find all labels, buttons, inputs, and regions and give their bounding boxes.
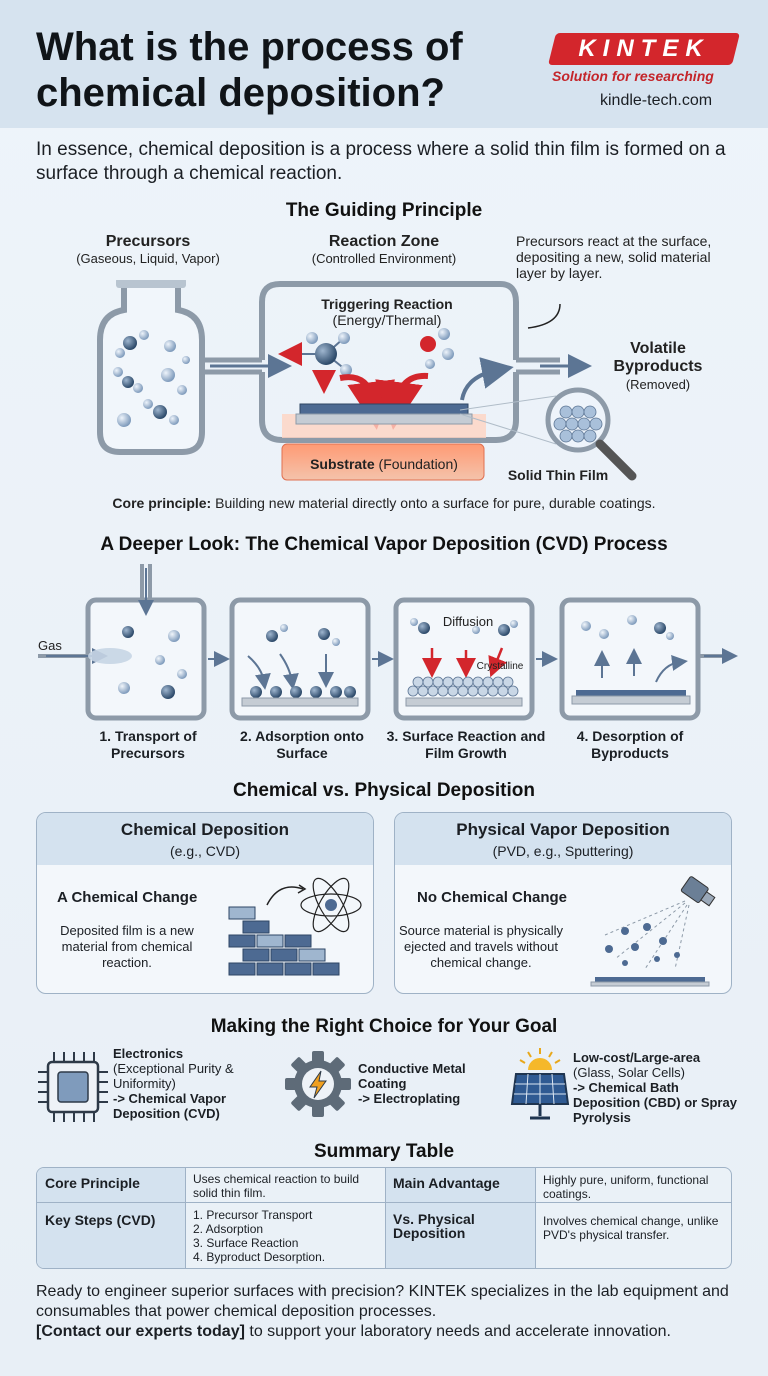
byproducts-label: Volatile Byproducts(Removed) — [613, 340, 703, 392]
atom-bricks-icon — [228, 877, 362, 976]
core-principle: Core principle: Building new material di… — [112, 495, 656, 511]
table-value-core-principle: Uses chemical reaction to build solid th… — [193, 1172, 360, 1200]
physical-deposition-card: Physical Vapor Deposition (PVD, e.g., Sp… — [394, 812, 732, 994]
cvd-step-3: 3. Surface Reaction and Film Growth — [386, 728, 546, 761]
precursor-molecules — [113, 330, 190, 427]
step-4-chamber — [559, 597, 738, 721]
cvd-step-2: 2. Adsorption onto Surface — [240, 728, 364, 761]
chemical-card-subtitle: (e.g., CVD) — [169, 843, 240, 859]
table-value-steps: 1. Precursor Transport 2. Adsorption 3. … — [193, 1208, 326, 1264]
chip-icon — [38, 1052, 108, 1122]
goal-electronics: Electronics (Exceptional Purity & Unifor… — [113, 1046, 234, 1121]
table-key-vs-physical: Vs. Physical Deposition — [393, 1211, 475, 1241]
gas-label: Gas — [38, 638, 62, 653]
chemical-card-title: Chemical Deposition — [120, 820, 290, 839]
contact-link[interactable]: [Contact our experts today] — [36, 1323, 245, 1340]
diffusion-label: Diffusion — [442, 614, 494, 629]
step-3-chamber — [393, 597, 535, 721]
solar-panel-icon — [510, 1048, 570, 1120]
goal-metal-coating: Conductive Metal Coating -> Electroplati… — [358, 1061, 466, 1106]
goals-heading: Making the Right Choice for Your Goal — [210, 1016, 558, 1037]
table-key-core-principle: Core Principle — [45, 1175, 140, 1191]
gear-bolt-icon — [285, 1051, 351, 1117]
goal-large-area: Low-cost/Large-area (Glass, Solar Cells)… — [573, 1050, 737, 1125]
physical-card-point: No Chemical Change — [417, 889, 568, 906]
physical-card-desc: Source material is physically ejected an… — [398, 923, 563, 970]
trigger-label: Triggering Reaction(Energy/Thermal) — [321, 296, 453, 328]
logo-text: KINTEK — [578, 35, 710, 62]
reacting-molecules — [278, 328, 454, 394]
substrate-label: Substrate (Foundation) — [310, 456, 458, 472]
physical-card-title: Physical Vapor Deposition — [456, 820, 670, 839]
reaction-zone-label: Reaction Zone(Controlled Environment) — [311, 233, 457, 266]
logo-tagline: Solution for researching — [552, 68, 714, 84]
table-key-main-advantage: Main Advantage — [393, 1175, 500, 1191]
table-value-vs-physical: Involves chemical change, unlike PVD's p… — [543, 1214, 719, 1242]
principle-annotation: Precursors react at the surface, deposit… — [516, 233, 712, 281]
footer-text: Ready to engineer superior surfaces with… — [36, 1283, 729, 1340]
cvd-heading: A Deeper Look: The Chemical Vapor Deposi… — [100, 534, 668, 555]
crystalline-label: Crystalline — [476, 661, 524, 672]
chemical-card-point: A Chemical Change — [57, 889, 198, 906]
reaction-diagram — [97, 280, 637, 481]
page-title: What is the process of chemical depositi… — [36, 25, 463, 115]
film-label: Solid Thin Film — [507, 467, 609, 483]
step-1-chamber — [38, 564, 207, 721]
comparison-heading: Chemical vs. Physical Deposition — [233, 780, 535, 801]
table-key-steps: Key Steps (CVD) — [45, 1212, 156, 1228]
substrate-heater — [281, 443, 485, 481]
website-link[interactable]: kindle-tech.com — [600, 92, 713, 109]
cvd-step-4: 4. Desorption of Byproducts — [576, 728, 684, 761]
chemical-deposition-card: Chemical Deposition (e.g., CVD) A Chemic… — [36, 812, 374, 994]
precursor-flask — [97, 280, 205, 455]
intro-text: In essence, chemical deposition is a pro… — [36, 139, 726, 184]
chemical-card-desc: Deposited film is a new material from ch… — [60, 923, 194, 970]
cvd-step-1: 1. Transport of Precursors — [99, 728, 197, 761]
table-value-main-advantage: Highly pure, uniform, functional coating… — [543, 1173, 709, 1201]
summary-heading: Summary Table — [313, 1141, 455, 1162]
summary-table: Core Principle Uses chemical reaction to… — [36, 1167, 732, 1269]
step-2-chamber — [229, 597, 371, 721]
thin-film-layer — [299, 403, 469, 415]
precursors-label: Precursors(Gaseous, Liquid, Vapor) — [76, 233, 220, 266]
principle-heading: The Guiding Principle — [285, 200, 483, 221]
physical-card-subtitle: (PVD, e.g., Sputtering) — [492, 843, 634, 859]
sputter-gun-icon — [590, 876, 716, 987]
cvd-step-diagram — [38, 564, 738, 721]
